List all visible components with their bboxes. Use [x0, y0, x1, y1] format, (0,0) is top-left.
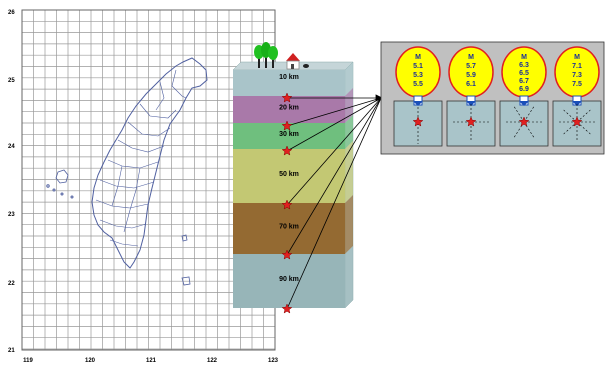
lat-label: 21 — [8, 348, 15, 354]
green-island — [181, 234, 188, 242]
magnitude-card: M 5.1 5.3 5.5 — [393, 46, 443, 147]
star-icon — [281, 145, 293, 156]
rupture-arrow — [413, 101, 423, 106]
depth-layer — [233, 203, 345, 254]
magnitude-value: 5.9 — [466, 72, 476, 79]
rupture-arrow — [519, 101, 529, 106]
depth-label: 90 km — [279, 276, 299, 283]
fault-ray — [513, 121, 525, 138]
arrow-head — [375, 94, 383, 102]
magnitude-value: 7.5 — [572, 81, 582, 88]
depth-layer-side — [345, 195, 353, 254]
magnitude-value: 6.5 — [519, 70, 529, 77]
depth-layer-side — [345, 62, 353, 96]
depth-layer — [233, 254, 345, 308]
depth-label: 70 km — [279, 224, 299, 231]
lat-label: 23 — [8, 212, 15, 218]
fault-ray — [562, 121, 578, 135]
lat-label: 25 — [8, 78, 15, 84]
fault-ray — [562, 109, 578, 123]
depth-label: 50 km — [279, 171, 299, 178]
magnitude-card: M 7.1 7.3 7.5 — [552, 46, 602, 147]
magnitude-value: 5.3 — [413, 72, 423, 79]
magnitude-panel: M5.15.35.5M5.75.96.1M6.36.56.76.9M7.17.3… — [380, 41, 605, 155]
lat-label: 24 — [8, 144, 15, 150]
lat-label: 22 — [8, 281, 15, 287]
tree-icon — [254, 42, 278, 68]
magnitude-value: 6.9 — [519, 86, 529, 93]
connector-line — [286, 97, 382, 127]
lon-label: 123 — [268, 358, 279, 364]
star-icon — [518, 116, 530, 127]
magnitude-header: M — [468, 54, 474, 61]
connector-line — [286, 97, 382, 206]
depth-label: 10 km — [279, 74, 299, 81]
house-icon — [286, 53, 309, 70]
magnitude-header: M — [521, 54, 527, 61]
connector-line — [286, 97, 382, 152]
star-icon — [281, 303, 293, 314]
magnitude-card: M 5.7 5.9 6.1 — [446, 46, 496, 147]
depth-layer — [233, 70, 345, 96]
magnitude-value: 5.7 — [466, 63, 476, 70]
rupture-arrow — [466, 101, 476, 106]
lon-label: 122 — [207, 358, 218, 364]
star-icon — [281, 120, 293, 131]
magnitude-value: 6.7 — [519, 78, 529, 85]
islet — [60, 192, 64, 196]
hypocenter-markers — [281, 92, 293, 314]
lon-axis: 119 120 121 122 123 — [23, 358, 279, 364]
lon-label: 119 — [23, 358, 33, 364]
fault-ray — [523, 121, 535, 138]
islet — [70, 195, 74, 199]
star-icon — [412, 116, 424, 127]
depth-layer-side — [345, 88, 353, 123]
fault-ray — [523, 106, 535, 123]
magnitude-value: 7.3 — [572, 72, 582, 79]
lon-label: 121 — [146, 358, 157, 364]
star-icon — [281, 92, 293, 103]
magnitude-header: M — [574, 54, 580, 61]
depth-layer — [233, 149, 345, 203]
depth-block: 10 km 20 km 30 km 50 km 70 km 90 km — [232, 61, 354, 309]
islet — [46, 184, 50, 188]
county-borders — [95, 69, 187, 247]
magnitude-value: 5.1 — [413, 63, 423, 70]
star-icon — [281, 199, 293, 210]
depth-layer-side — [345, 141, 353, 203]
depth-layer-side — [345, 246, 353, 308]
depth-layer-side — [345, 115, 353, 149]
fault-ray — [576, 109, 592, 123]
depth-label: 30 km — [279, 131, 299, 138]
fault-ray — [513, 106, 525, 123]
taiwan-coastline — [91, 57, 208, 269]
islet — [52, 188, 56, 192]
connector-line — [286, 97, 382, 256]
lon-label: 120 — [85, 358, 96, 364]
lat-label: 26 — [8, 10, 15, 16]
star-icon — [465, 116, 477, 127]
penghu-island — [55, 169, 69, 184]
magnitude-value: 6.3 — [519, 62, 529, 69]
lat-axis: 26 25 24 23 22 21 — [8, 10, 15, 354]
magnitude-value: 5.5 — [413, 81, 423, 88]
connector-line — [286, 97, 382, 310]
star-icon — [281, 249, 293, 260]
taiwan-map — [46, 57, 208, 286]
fault-ray — [576, 121, 592, 135]
connector-lines — [286, 94, 383, 310]
depth-label: 20 km — [279, 105, 299, 112]
star-icon — [571, 116, 583, 127]
magnitude-value: 7.1 — [572, 63, 582, 70]
orchid-island — [181, 276, 191, 286]
magnitude-card: M6.36.56.76.9 — [499, 46, 549, 147]
magnitude-header: M — [415, 54, 421, 61]
magnitude-value: 6.1 — [466, 81, 476, 88]
rupture-arrow — [572, 101, 582, 106]
